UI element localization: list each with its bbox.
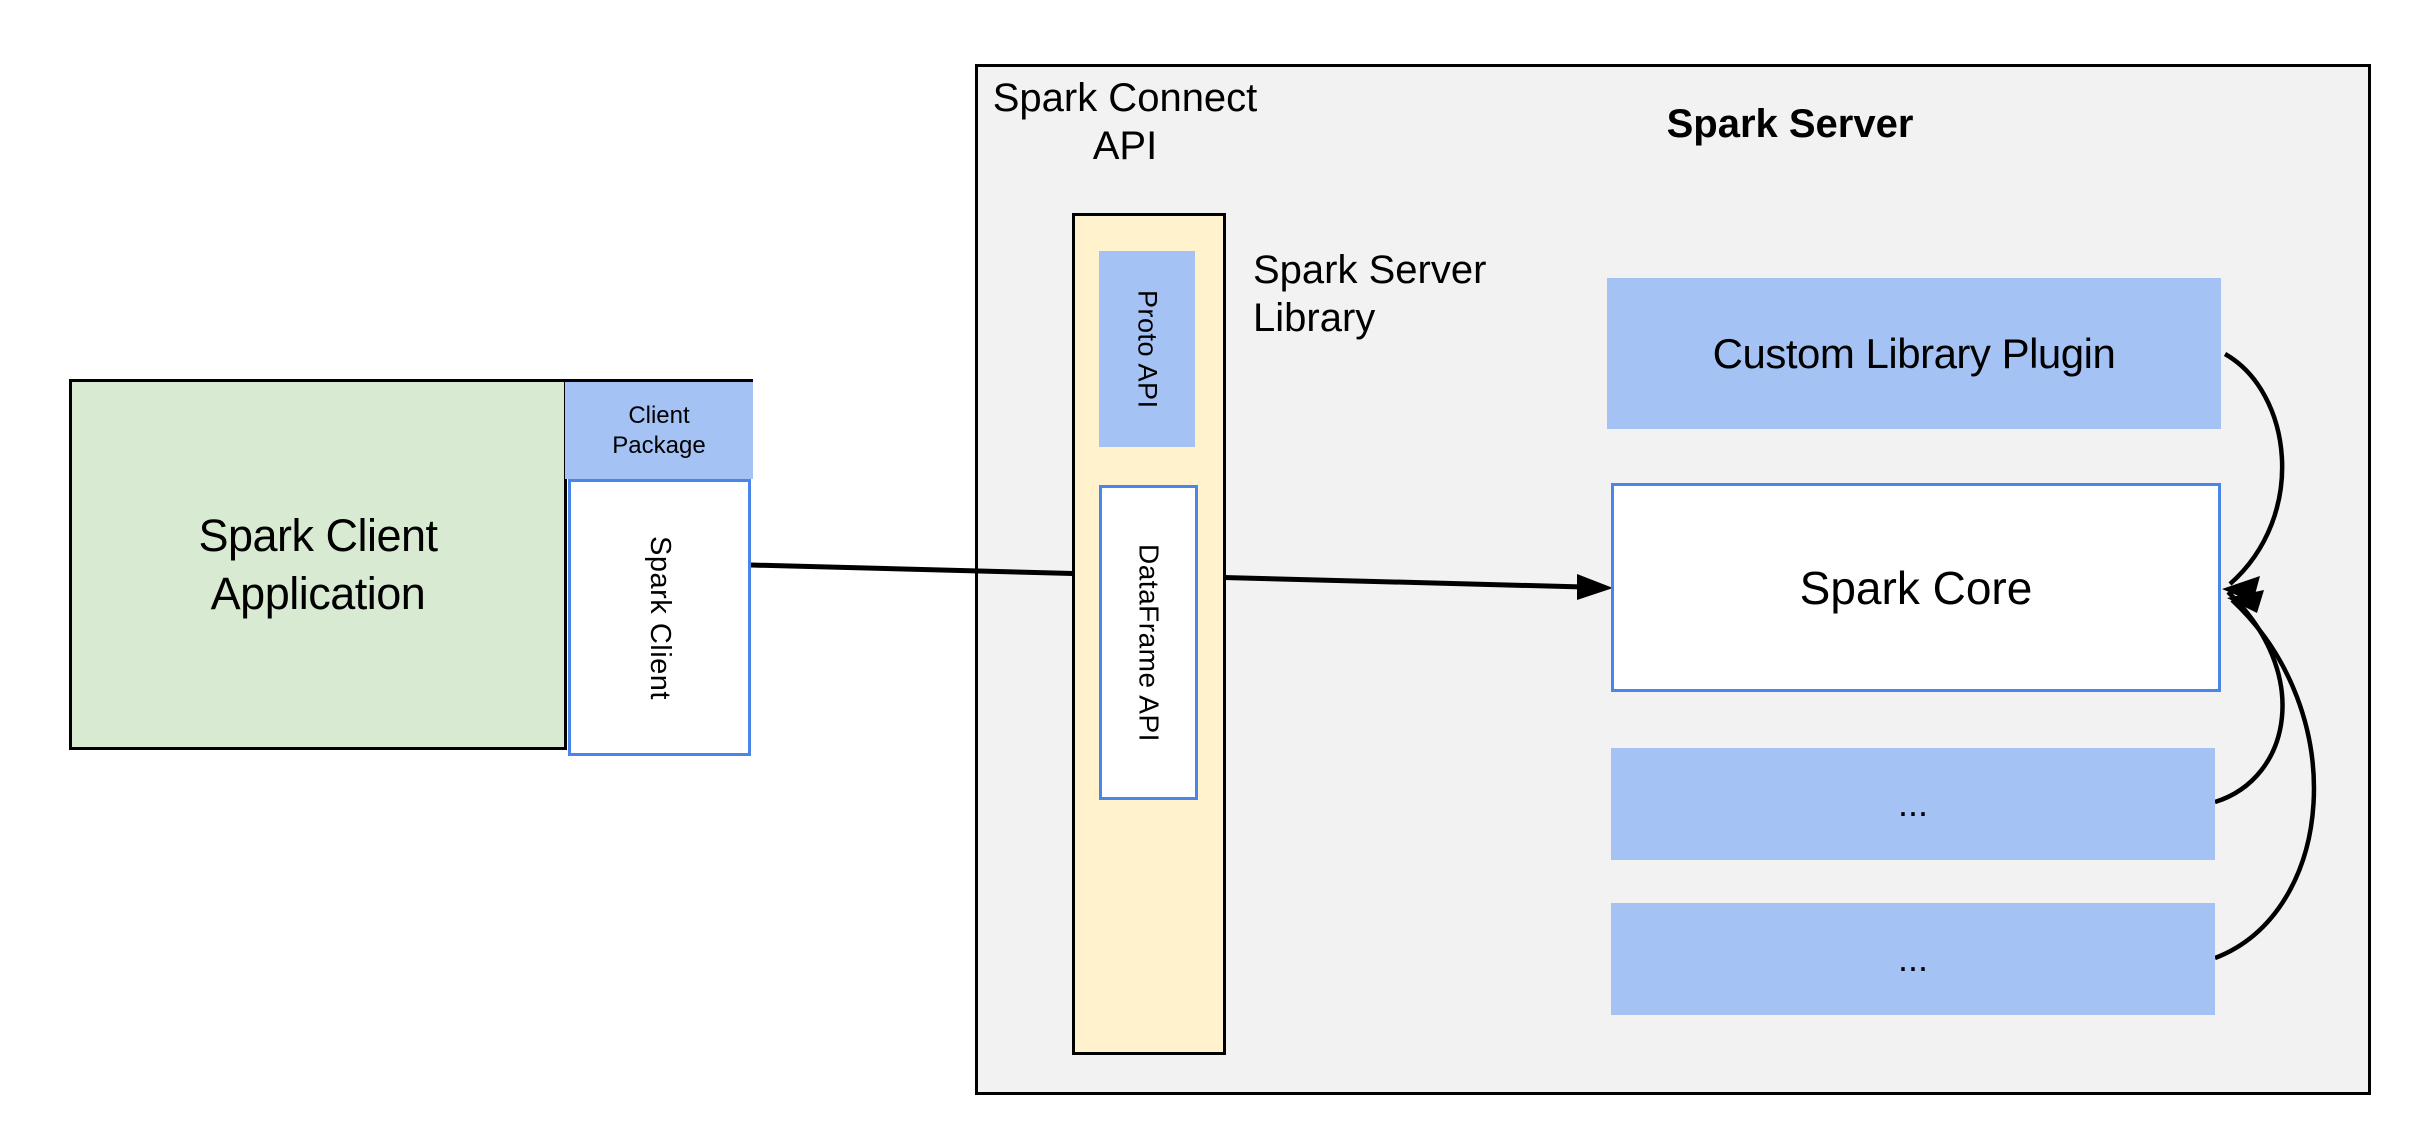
ellipsis-label-1: ...: [1897, 783, 1928, 824]
spark-core-label: Spark Core: [1799, 561, 2033, 614]
ellipsis-box-2: ...: [1611, 903, 2215, 1015]
ellipsis-label-2: ...: [1897, 938, 1928, 979]
dataframe-api-label: DataFrame API: [1133, 543, 1165, 742]
proto-api-label: Proto API: [1132, 289, 1163, 409]
dataframe-api-box: DataFrame API: [1099, 485, 1198, 800]
custom-library-plugin-box: Custom Library Plugin: [1607, 278, 2221, 429]
spark-client-box: Spark Client: [568, 479, 751, 756]
spark-connect-api-label: Spark Connect API: [992, 76, 1258, 168]
spark-core-box: Spark Core: [1611, 483, 2221, 692]
spark-client-application-label: Spark Client Application: [198, 509, 438, 619]
spark-client-label: Spark Client: [644, 535, 676, 700]
custom-library-plugin-label: Custom Library Plugin: [1712, 329, 2116, 377]
proto-api-box: Proto API: [1099, 251, 1195, 447]
spark-client-application-box: Spark Client Application: [69, 379, 567, 750]
spark-server-title: Spark Server: [1666, 102, 1914, 146]
client-package-label: Client Package: [612, 401, 706, 459]
ellipsis-box-1: ...: [1611, 748, 2215, 860]
client-package-box: Client Package: [565, 379, 753, 479]
spark-server-library-label: Spark Server Library: [1253, 248, 1487, 340]
